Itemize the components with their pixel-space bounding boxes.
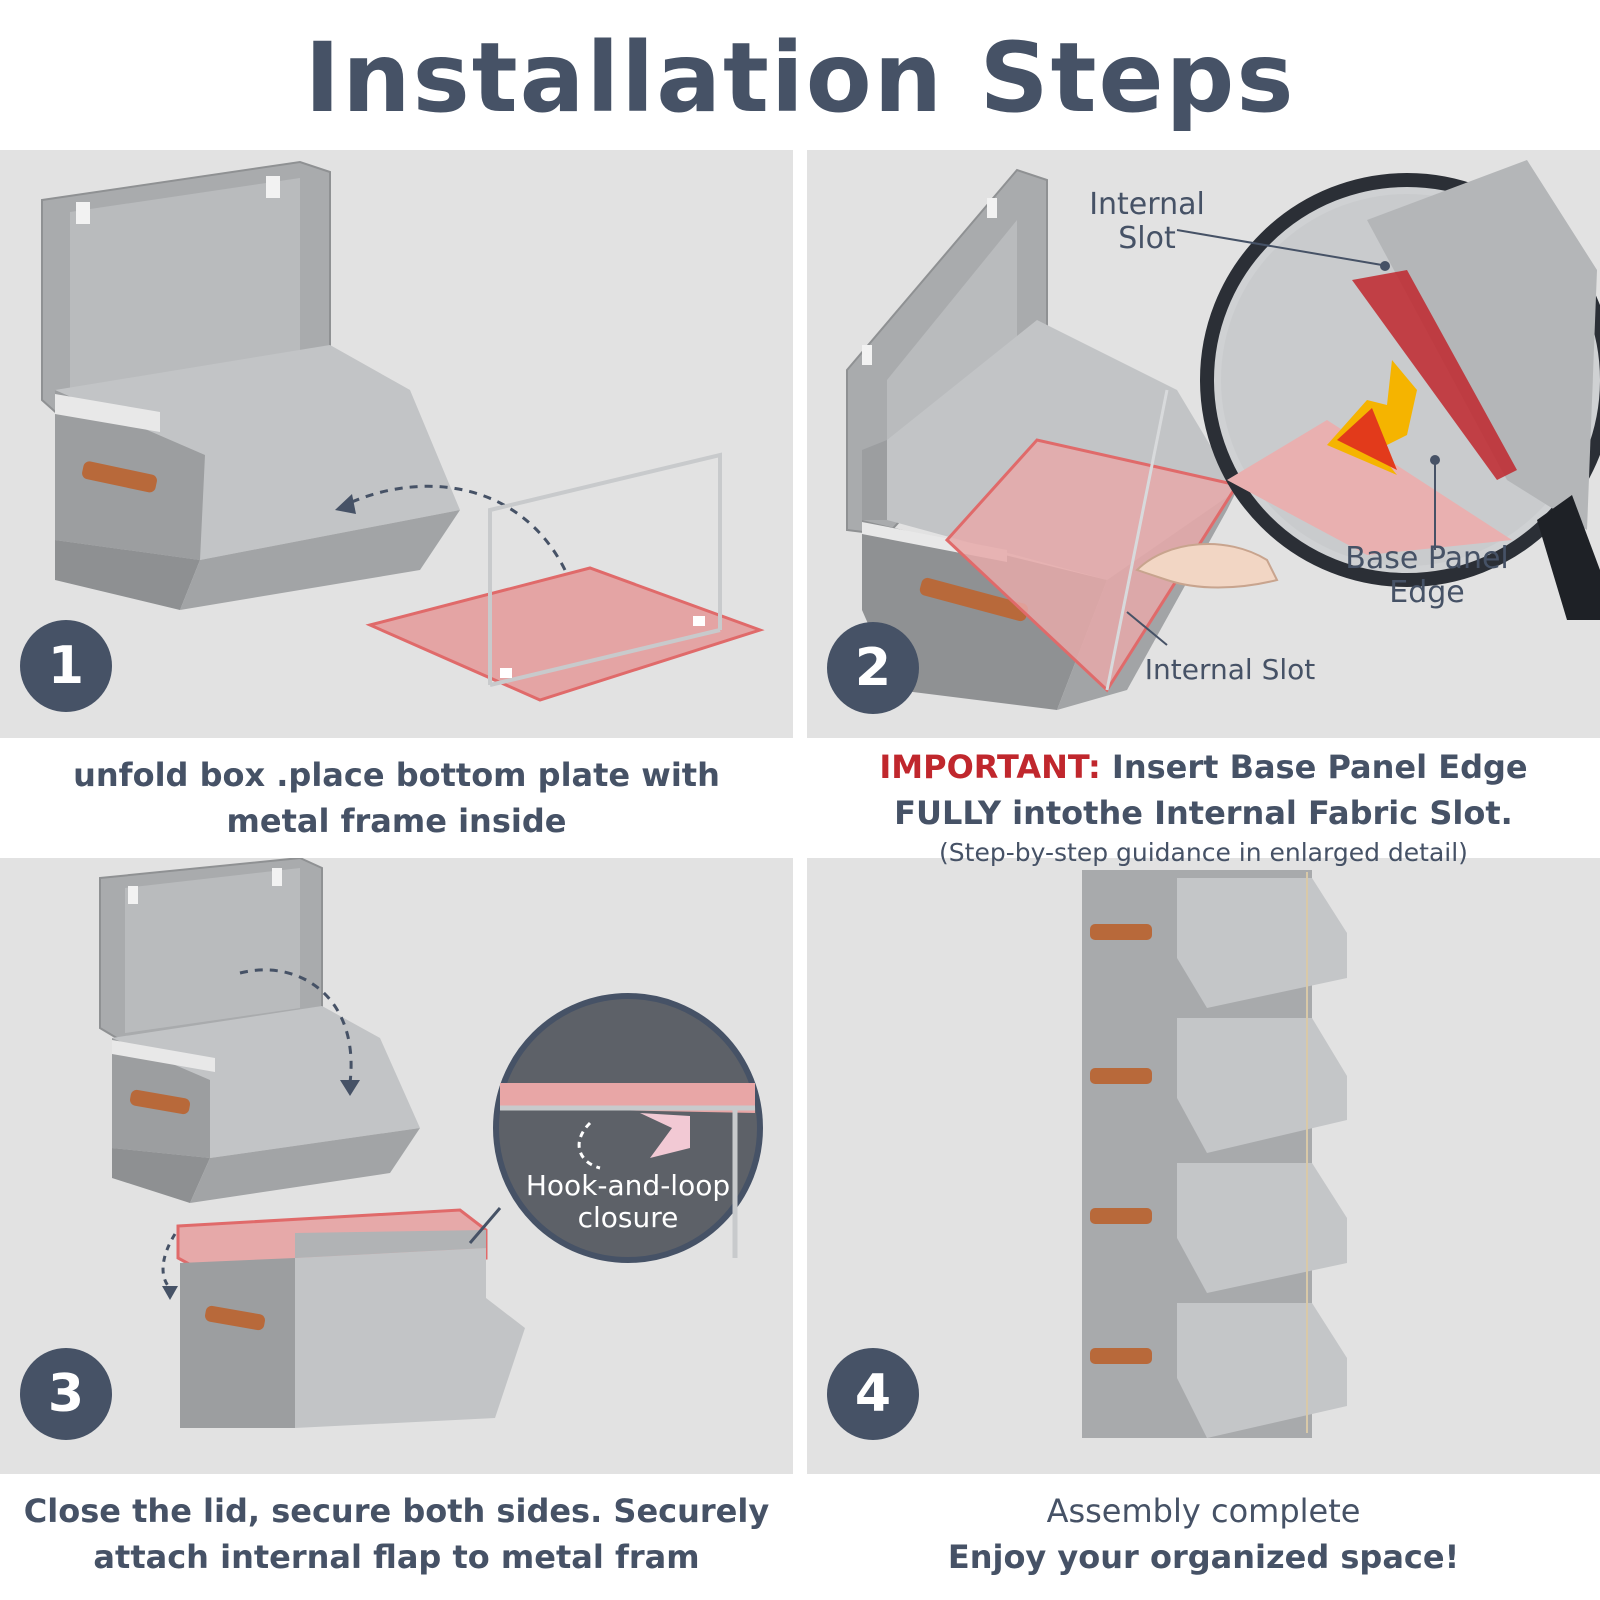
step-2-panel: Internal Slot Base Panel Edge Internal S…: [807, 150, 1600, 738]
callout-hook-and-loop: Hook-and-loop closure: [525, 1169, 731, 1234]
important-label: IMPORTANT:: [879, 748, 1101, 786]
step-2-note: (Step-by-step guidance in enlarged detai…: [939, 838, 1468, 867]
step-3-badge: 3: [20, 1348, 112, 1440]
stacked-bin-3: [1082, 1153, 1347, 1293]
step-2-illustration: [846, 160, 1600, 710]
callout-internal-slot-top: Internal Slot: [1089, 187, 1205, 256]
callout-internal-slot-bottom: Internal Slot: [1144, 653, 1316, 686]
step-3-caption: Close the lid, secure both sides. Secure…: [23, 1492, 770, 1576]
step-1-badge: 1: [20, 620, 112, 712]
step-3-illustration: [99, 858, 763, 1428]
step-4-badge: 4: [827, 1348, 919, 1440]
step-1-illustration: [41, 160, 765, 702]
stacked-bin-1: [1082, 870, 1347, 1008]
step-4-illustration: [1082, 870, 1347, 1438]
step-2-caption: IMPORTANT: Insert Base Panel Edge FULLY …: [807, 744, 1600, 870]
callout-base-panel-edge: Base Panel Edge: [1345, 541, 1509, 610]
step-1-panel: 1: [0, 150, 793, 738]
stacked-bin-4: [1082, 1293, 1347, 1438]
page-title: Installation Steps: [304, 22, 1296, 134]
step-4-panel: 4: [807, 858, 1600, 1474]
step-2-badge: 2: [827, 622, 919, 714]
step-1-caption: unfold box .place bottom plate with meta…: [73, 756, 720, 840]
step-4-caption: Assembly complete Enjoy your organized s…: [947, 1492, 1460, 1576]
step-3-panel: Hook-and-loop closure 3: [0, 858, 793, 1474]
stacked-bin-2: [1082, 1008, 1347, 1153]
